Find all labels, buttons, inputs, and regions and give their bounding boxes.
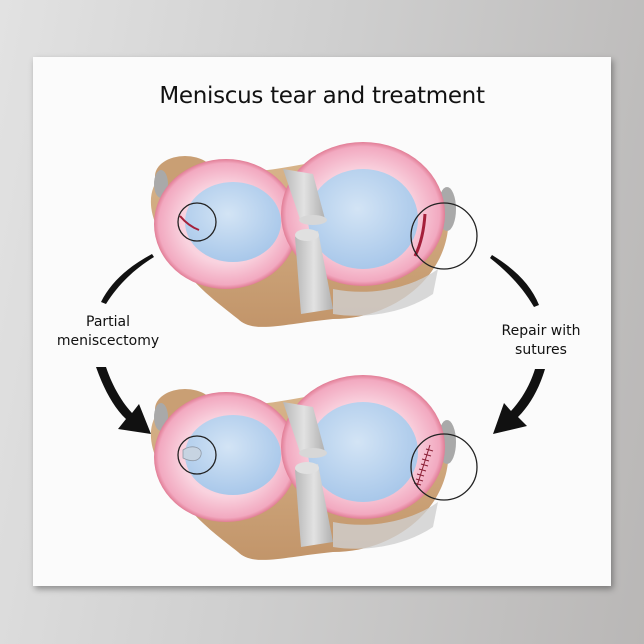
repair-with-sutures-label: Repair with sutures	[501, 323, 581, 358]
tear-highlight-circle-left	[177, 202, 217, 242]
arrow-down-right-icon	[493, 369, 545, 434]
arc-arrow-tail-left-icon	[101, 254, 154, 304]
radial-tear	[179, 215, 200, 231]
treated-meniscus-panel	[150, 375, 478, 560]
sutures-icon	[413, 444, 434, 487]
treatment-circle-right	[410, 433, 478, 501]
torn-meniscus-panel	[150, 142, 478, 327]
partial-meniscectomy-label: Partial meniscectomy	[56, 314, 160, 349]
longitudinal-tear	[413, 213, 427, 257]
diagram-title: Meniscus tear and treatment	[159, 83, 485, 109]
arrows	[96, 254, 545, 434]
trimmed-meniscus	[182, 446, 202, 462]
treatment-circle-left	[177, 435, 217, 475]
poster: Meniscus tear and treatment	[33, 57, 611, 586]
tear-highlight-circle-right	[410, 202, 478, 270]
arrow-down-left-icon	[96, 367, 151, 434]
meniscus-illustration	[96, 142, 545, 560]
arc-arrow-tail-right-icon	[490, 255, 539, 307]
